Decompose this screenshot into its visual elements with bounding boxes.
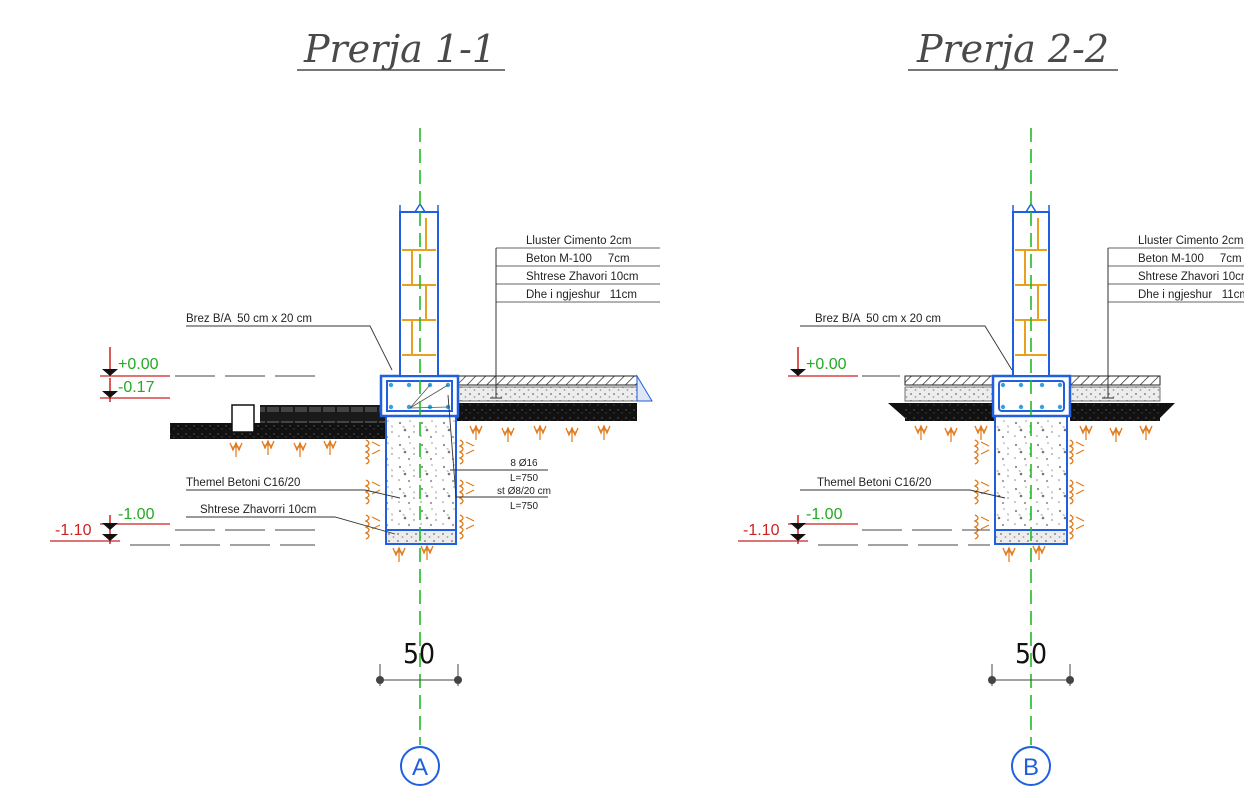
section-2: Prerja 2-2 (738, 27, 1244, 786)
floor-gravel-left (904, 386, 996, 402)
floor-edge (636, 374, 653, 402)
rebar-text: st Ø8/20 cm (497, 486, 551, 497)
elevation-bottom: -1.00 (118, 506, 155, 523)
dimension-value: 50 (403, 637, 435, 670)
axis-bubble (1011, 746, 1051, 786)
elevation-red: -1.10 (55, 522, 92, 539)
gravel-leader (186, 516, 396, 535)
gravel-label: Shtrese Zhavorri 10cm (200, 504, 316, 516)
section-title: Prerja 2-2 (916, 27, 1109, 71)
elevation-second: -0.17 (118, 379, 155, 396)
ground-soil-left (905, 403, 995, 421)
axis-label: A (412, 754, 428, 781)
beam-label: Brez B/A 50 cm x 20 cm (815, 313, 941, 325)
beam-leader (800, 325, 1013, 371)
rebar-text: L=750 (510, 473, 539, 484)
wall-break (1012, 202, 1050, 213)
floor-screed-right (1069, 375, 1161, 386)
elevation-bottom: -1.00 (806, 506, 843, 523)
brick-courses (402, 218, 436, 356)
layer-label: Dhe i ngjeshur 11cm (1138, 289, 1244, 301)
ground-edge-left (888, 403, 905, 418)
foundation-leader (800, 489, 1006, 499)
dimension: 50 (988, 637, 1074, 686)
layer-label: Beton M-100 7cm (1138, 253, 1242, 265)
ground-edge-right (1160, 403, 1175, 418)
foundation-leader (186, 489, 401, 499)
section-1: Prerja 1-1 (50, 27, 660, 786)
ground-soil-right (1070, 403, 1160, 421)
masonry-wall (399, 211, 439, 377)
axis-label: B (1023, 754, 1039, 781)
elevation-top: +0.00 (806, 356, 847, 373)
section-title: Prerja 1-1 (303, 27, 496, 71)
axis-bubble (400, 746, 440, 786)
foundation-block (385, 415, 457, 531)
beam-leader (186, 325, 393, 371)
elevation-red: -1.10 (743, 522, 780, 539)
paving-strip (260, 405, 385, 423)
floor-screed-left (904, 375, 996, 386)
rebar-callout: 8 Ø16 L=750 st Ø8/20 cm L=750 (447, 394, 551, 512)
foundation-label: Themel Betoni C16/20 (186, 477, 300, 489)
layer-legend: Lluster Cimento 2cm Beton M-100 7cm Shtr… (1102, 235, 1244, 399)
rebar-text: 8 Ø16 (510, 458, 538, 469)
layer-label: Beton M-100 7cm (526, 253, 630, 265)
foundation-label: Themel Betoni C16/20 (817, 477, 931, 489)
ground-soil-left (170, 423, 385, 439)
rebar-text: L=750 (510, 501, 539, 512)
curb-stone (231, 404, 255, 433)
elevation-markers: +0.00 -1.00 -1.10 (738, 347, 990, 546)
layer-label: Lluster Cimento 2cm (526, 235, 631, 247)
layer-legend: Lluster Cimento 2cm Beton M-100 7cm Shtr… (490, 235, 660, 399)
layer-label: Dhe i ngjeshur 11cm (526, 289, 637, 301)
layer-label: Shtrese Zhavori 10cm (526, 271, 639, 283)
layer-label: Lluster Cimento 2cm (1138, 235, 1243, 247)
ground-soil-right (457, 403, 637, 421)
floor-gravel-right (1069, 386, 1161, 402)
elevation-top: +0.00 (118, 356, 159, 373)
layer-label: Shtrese Zhavori 10cm (1138, 271, 1244, 283)
dimension: 50 (376, 637, 462, 686)
elevation-markers: +0.00 -0.17 -1.00 -1.10 (50, 347, 315, 546)
rebar-dots (1000, 382, 1063, 410)
floor-screed (456, 375, 638, 386)
rebar-leaders (409, 384, 449, 409)
gravel-bed (385, 529, 457, 545)
floor-gravel (456, 386, 638, 402)
wall-break (399, 202, 439, 213)
beam-label: Brez B/A 50 cm x 20 cm (186, 313, 312, 325)
dimension-value: 50 (1015, 637, 1047, 670)
